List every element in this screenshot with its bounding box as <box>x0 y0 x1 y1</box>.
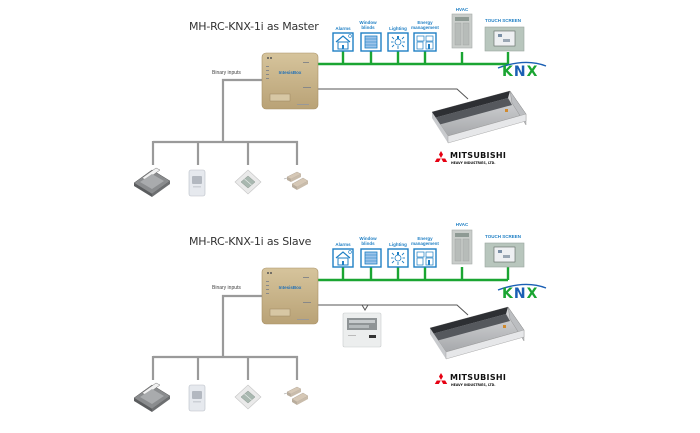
device-label-touch-screen: TOUCH SCREEN <box>485 18 521 23</box>
mitsubishi-three-diamonds-icon <box>434 151 448 162</box>
touch-screen-icon <box>484 242 525 268</box>
device-label-blinds: Window blinds <box>359 236 377 246</box>
house-alarm-icon <box>332 32 354 52</box>
slave-diagram-graphics: IntesisBox <box>133 229 547 412</box>
card-switch-icon <box>133 382 171 412</box>
motion-sensor-icon <box>188 169 206 197</box>
binary-inputs-label: Binary inputs <box>212 285 241 291</box>
ducted-ac-unit <box>429 306 525 360</box>
mitsubishi-logo-text: MITSUBISHI <box>450 373 507 382</box>
window-contact-icon <box>283 171 309 190</box>
device-label-alarms: Alarms <box>335 26 351 31</box>
knx-swoosh <box>497 283 547 291</box>
ducted-ac-unit <box>431 90 527 144</box>
lighting-icon <box>387 32 409 52</box>
mitsubishi-logo-text: MITSUBISHI <box>450 151 507 160</box>
wall-switch-icon <box>234 169 262 195</box>
hvac-panel-icon <box>451 229 473 265</box>
house-alarm-icon <box>332 248 354 268</box>
binary-input-wires <box>151 294 299 380</box>
energy-management-icon <box>413 32 437 52</box>
device-label-hvac: HVAC <box>455 7 469 12</box>
card-switch-icon <box>133 167 171 197</box>
wall-switch-icon <box>234 384 262 410</box>
wired-remote-controller <box>342 312 382 348</box>
device-label-touch-screen: TOUCH SCREEN <box>485 234 521 239</box>
knx-bus <box>315 266 510 282</box>
knx-bus <box>315 51 510 66</box>
device-label-blinds: Window blinds <box>359 20 377 30</box>
mitsubishi-sub-text: HEAVY INDUSTRIES, LTD. <box>451 161 496 165</box>
touch-screen-icon <box>484 26 525 52</box>
energy-management-icon <box>413 248 437 268</box>
window-blinds-icon <box>360 32 382 52</box>
binary-input-wires <box>151 78 299 165</box>
motion-sensor-icon <box>188 384 206 412</box>
knx-logo: KNX <box>502 286 539 302</box>
mitsubishi-three-diamonds-icon <box>434 373 448 384</box>
intesisbox-gateway: IntesisBox <box>261 267 319 325</box>
device-label-hvac: HVAC <box>455 222 469 227</box>
knx-swoosh <box>497 61 547 69</box>
svg-text:IntesisBox: IntesisBox <box>279 285 302 290</box>
hvac-panel-icon <box>451 13 473 49</box>
ac-wire <box>317 304 469 316</box>
window-blinds-icon <box>360 248 382 268</box>
device-label-alarms: Alarms <box>335 242 351 247</box>
lighting-icon <box>387 248 409 268</box>
window-contact-icon <box>283 386 309 405</box>
knx-logo: KNX <box>502 64 539 80</box>
remote-controller-wire <box>361 304 369 311</box>
svg-text:IntesisBox: IntesisBox <box>279 70 302 75</box>
master-diagram-graphics: IntesisBox <box>133 13 547 197</box>
ac-wire <box>317 88 469 100</box>
binary-inputs-label: Binary inputs <box>212 70 241 76</box>
intesisbox-gateway: IntesisBox <box>261 52 319 110</box>
diagram-title: MH-RC-KNX-1i as Slave <box>189 235 312 248</box>
device-label-energy: Energy management <box>411 20 439 30</box>
device-label-energy: Energy management <box>411 236 439 246</box>
device-label-lighting: Lighting <box>389 242 407 247</box>
device-label-lighting: Lighting <box>389 26 407 31</box>
diagram-title: MH-RC-KNX-1i as Master <box>189 20 319 33</box>
mitsubishi-sub-text: HEAVY INDUSTRIES, LTD. <box>451 383 496 387</box>
